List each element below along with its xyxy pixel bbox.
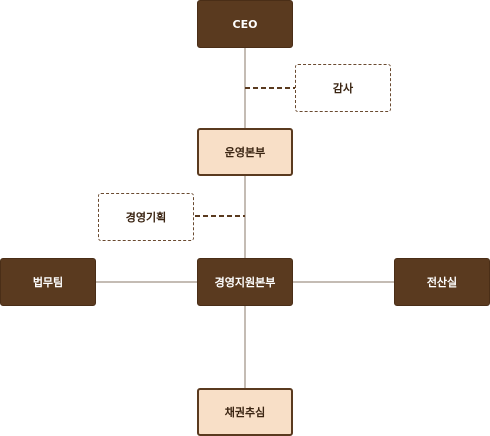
management-support-box: 경영지원본부: [197, 258, 293, 306]
it-box: 전산실: [394, 258, 490, 306]
planning-box: 경영기획: [98, 193, 194, 241]
legal-box: 법무팀: [0, 258, 96, 306]
operations-box: 운영본부: [197, 128, 293, 176]
ceo-box: CEO: [197, 0, 293, 48]
collection-box: 채권추심: [197, 388, 293, 436]
audit-box: 감사: [295, 64, 391, 112]
